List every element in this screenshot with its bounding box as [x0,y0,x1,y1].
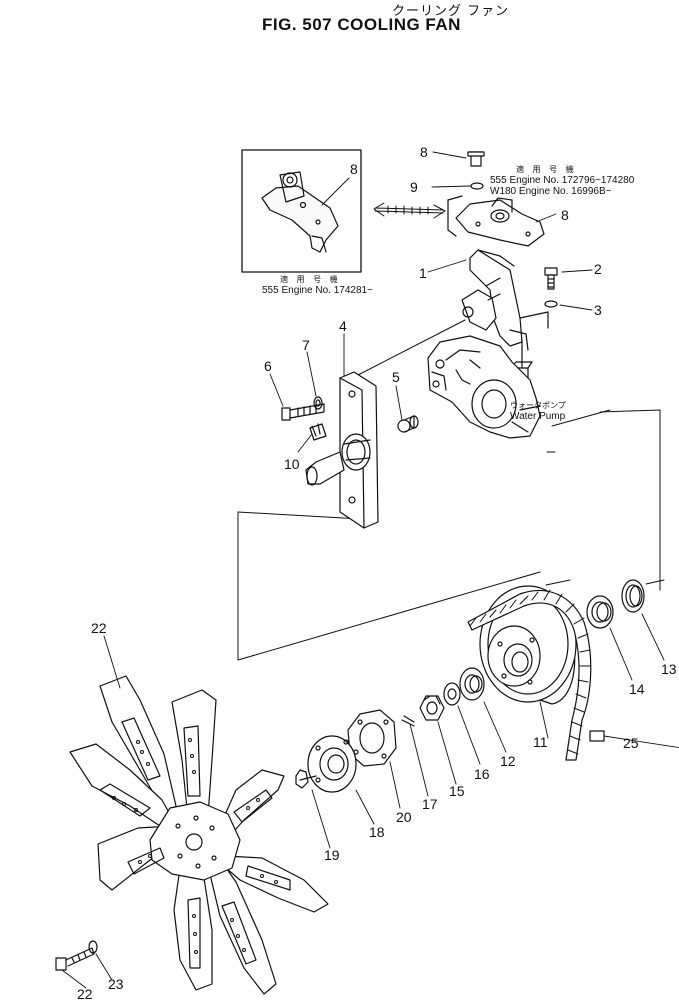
nut-16 [419,695,445,721]
callout-17: 16 [474,766,490,782]
bolt-23 [55,947,95,971]
plug-5 [397,415,419,433]
bolt-6 [281,403,325,421]
main-applicability-note: 適 用 号 機 555 Engine No. 172796~174280 W18… [490,164,634,197]
callout-13: 12 [500,753,516,769]
inset-bracket-box [241,149,362,273]
idler-plate [305,371,379,529]
assembly-outline [237,319,665,661]
callout-5: 5 [392,369,400,385]
figure-title: FIG. 507 COOLING FAN [262,15,461,34]
main-engine-range-2: W180 Engine No. 16996B~ [490,186,612,197]
inset-engine-range: 555 Engine No. 174281~ [262,285,373,296]
main-bracket [447,151,545,247]
interchange-arrow [373,202,446,219]
washer-24 [88,940,98,954]
water-pump [427,335,541,439]
callout-1: 1 [419,265,427,281]
main-applicability-jp: 適 用 号 機 [516,165,577,174]
callout-21: 20 [396,809,412,825]
callout-20: 19 [324,847,340,863]
bearing-15 [586,595,614,629]
water-pump-label: ウォータポンプ Water Pump [510,400,566,422]
bolt-20 [295,769,317,789]
callout-10: 9 [410,179,418,195]
inset-applicability-jp: 適 用 号 機 [280,275,341,284]
fan-hub-19 [307,735,357,793]
cotter-pin-18 [401,715,415,727]
water-pump-jp: ウォータポンプ [510,401,566,410]
inset-applicability-note: 適 用 号 機 555 Engine No. 174281~ [262,274,373,296]
callout-16: 15 [449,783,465,799]
callout-3: 3 [594,302,602,318]
cooling-fan [69,675,329,995]
washer-7 [313,396,323,410]
grease-fitting-11 [309,423,327,441]
callout-9: 8 [420,144,428,160]
callout-24: 23 [108,976,124,992]
callout-4: 4 [339,318,347,334]
callout-7: 7 [302,337,310,353]
bearing-13 [459,667,485,701]
bolt-2 [544,267,558,308]
callout-11: 10 [284,456,300,472]
callout-8-main: 8 [561,207,569,223]
main-engine-range-1: 555 Engine No. 172796~174280 [490,175,635,186]
title-japanese: クーリング ファン [392,4,510,19]
callout-8-inset: 8 [350,161,358,177]
callout-12: 11 [533,734,548,750]
water-pump-en: Water Pump [510,411,566,422]
leader-lines [61,151,679,989]
callout-22: 22 [91,620,107,636]
oil-seal [621,579,645,613]
spacer-17 [443,682,461,706]
callout-25: 25 [623,735,639,751]
callout-2: 2 [594,261,602,277]
v-belt [467,589,605,761]
callout-14: 13 [661,661,677,677]
callout-23: 22 [77,986,93,1001]
callout-6: 6 [264,358,272,374]
callout-15: 14 [629,681,645,697]
callout-18: 17 [422,796,438,812]
callout-19: 18 [369,824,385,840]
